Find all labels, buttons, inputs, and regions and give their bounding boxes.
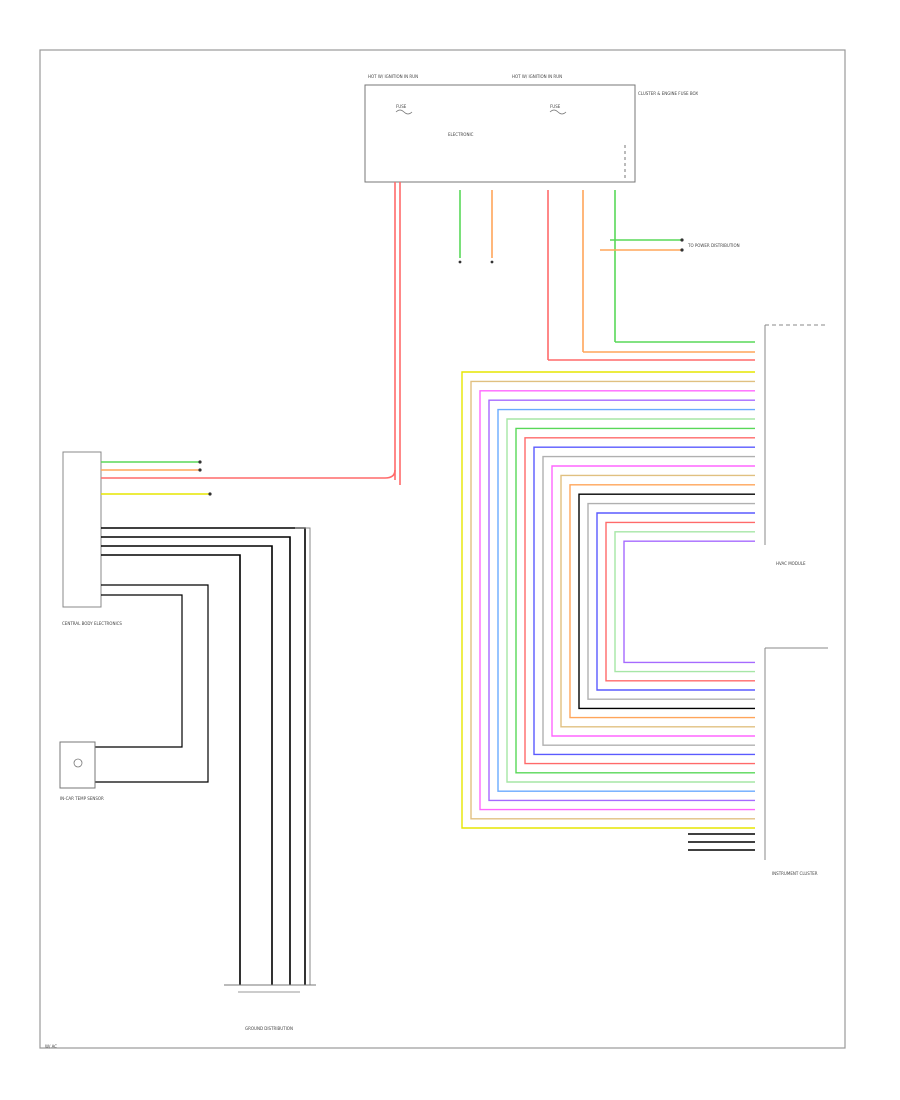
cluster-module: INSTRUMENT CLUSTER	[764, 647, 828, 876]
bus-wire	[551, 465, 755, 737]
bus-wire	[470, 380, 755, 820]
fuse-symbol-a	[395, 109, 413, 115]
bus-wire	[461, 371, 755, 829]
bus-wire	[524, 437, 755, 765]
in-car-sensor: IN-CAR TEMP SENSOR	[59, 741, 104, 801]
sensor-name: IN-CAR TEMP SENSOR	[60, 796, 104, 801]
cluster-module-name: INSTRUMENT CLUSTER	[772, 871, 818, 876]
left-module: CENTRAL BODY ELECTRONICS	[62, 451, 122, 626]
bus-wire	[533, 446, 755, 756]
bus-wire	[596, 512, 755, 691]
wire-bus	[461, 371, 755, 851]
top-module-drops: TO POWER DISTRIBUTION	[394, 182, 755, 485]
top-connector-right-label: HOT W/ IGNITION IN RUN	[512, 74, 562, 79]
bus-wire	[560, 474, 755, 728]
bus-wire	[587, 502, 755, 700]
top-module-side-label: ELECTRONIC	[448, 132, 474, 137]
top-module-fuse-a: FUSE	[396, 104, 407, 109]
bus-wire	[542, 455, 755, 746]
diagram-frame	[39, 49, 846, 1049]
bus-wire	[605, 521, 755, 682]
bus-wire	[614, 531, 755, 673]
top-module: HOT W/ IGNITION IN RUN HOT W/ IGNITION I…	[364, 74, 698, 183]
bus-wire	[479, 390, 755, 811]
bus-wire	[569, 484, 755, 719]
bus-wire	[515, 427, 755, 774]
top-module-name: CLUSTER & ENGINE FUSE BOX	[638, 91, 698, 96]
bus-wire	[488, 399, 755, 802]
ground-name: GROUND DISTRIBUTION	[245, 1026, 293, 1031]
hvac-module-name: HVAC MODULE	[776, 561, 806, 566]
bus-wire	[578, 493, 755, 710]
top-module-fuse-b: FUSE	[550, 104, 561, 109]
fuse-symbol-b	[549, 109, 567, 115]
left-module-wires	[95, 460, 396, 993]
bus-wire	[497, 408, 755, 792]
left-module-name: CENTRAL BODY ELECTRONICS	[62, 621, 122, 626]
hvac-module: HVAC MODULE	[764, 324, 828, 566]
top-connector-left-label: HOT W/ IGNITION IN RUN	[368, 74, 418, 79]
bus-wire	[506, 418, 755, 783]
splice-label: TO POWER DISTRIBUTION	[687, 243, 740, 248]
bus-wire	[623, 540, 755, 664]
corner-note: W/ AC	[45, 1044, 57, 1049]
